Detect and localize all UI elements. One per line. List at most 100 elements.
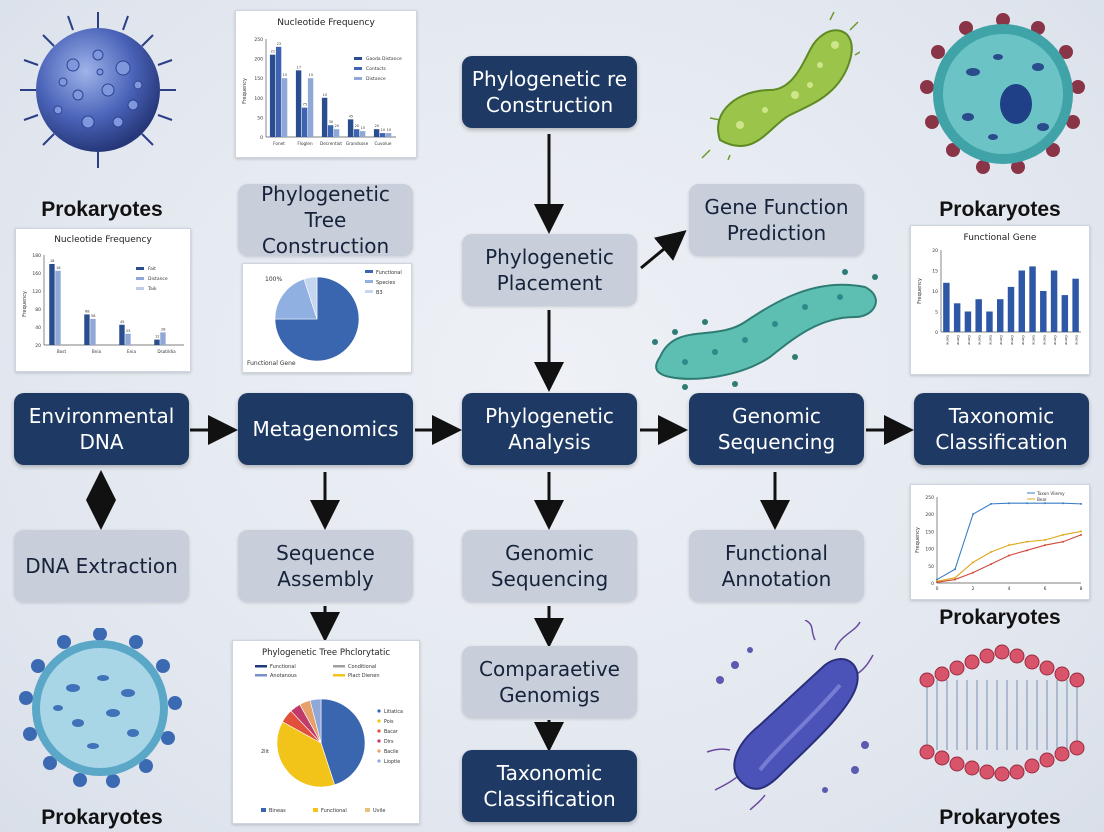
y-tick-label: 0 <box>931 581 934 587</box>
data-point <box>1008 544 1010 547</box>
taxonomic-classification-box[interactable]: Taxonomic Classification <box>914 393 1089 465</box>
bar <box>1018 270 1025 332</box>
data-point <box>954 578 956 581</box>
genomic-sequencing-lower-box[interactable]: Genomic Sequencing <box>462 530 637 602</box>
metagenomics-box[interactable]: Metagenomics <box>238 393 413 465</box>
bar-value-label: 10 <box>387 128 391 132</box>
x-tick-label: Gene <box>999 335 1004 346</box>
bar <box>385 133 392 137</box>
genomic-sequencing-box[interactable]: Genomic Sequencing <box>689 393 864 465</box>
y-axis-label: Frequency <box>242 78 248 104</box>
legend-label: B3 <box>376 290 383 296</box>
legend-label: Taxon Vliemy <box>1036 491 1065 496</box>
x-tick-label: Dsatildia <box>157 349 176 354</box>
x-tick-label: 4 <box>1008 586 1011 592</box>
y-tick-label: 0 <box>260 135 263 141</box>
bar-value-label: 17 <box>297 65 301 69</box>
pie-slice <box>274 278 318 320</box>
legend-label: Lioptie <box>384 759 400 765</box>
bar-value-label: 21 <box>271 50 275 54</box>
bar-value-label: 16 <box>56 266 60 270</box>
bar <box>55 270 61 345</box>
x-tick-label: 0 <box>936 586 939 592</box>
y-axis-label: Frequency <box>22 291 28 317</box>
dna-extraction-box[interactable]: DNA Extraction <box>14 530 189 602</box>
legend-swatch <box>354 77 362 80</box>
data-point <box>1026 540 1028 543</box>
bar <box>275 46 282 138</box>
x-tick-label: Gene <box>956 335 961 346</box>
x-tick-label: Bost <box>57 349 67 354</box>
prokaryotes-label-top-left: Prokaryotes <box>41 198 163 221</box>
phylogenetic-analysis-box[interactable]: Phylogenetic Analysis <box>462 393 637 465</box>
bar-value-label: 30 <box>329 120 333 124</box>
comparative-genomics-box[interactable]: Comparaetive Genomigs <box>462 646 637 718</box>
sequence-assembly-box[interactable]: Sequence Assembly <box>238 530 413 602</box>
legend-label: Species <box>376 280 396 286</box>
bar <box>90 318 96 345</box>
y-tick-label: 200 <box>254 57 263 63</box>
y-tick-label: 40 <box>35 325 41 331</box>
legend-label: Functional <box>376 270 402 276</box>
data-point <box>1044 502 1046 505</box>
pie-slice <box>320 698 366 786</box>
y-tick-label: 250 <box>254 37 263 43</box>
data-point <box>1062 533 1064 536</box>
x-tick-label: Gene <box>1075 335 1080 346</box>
x-tick-label: Enia <box>127 349 136 354</box>
bar <box>379 133 386 137</box>
phylogenetic-tree-construction-top-box[interactable]: Phylogenetic re Construction <box>462 56 637 128</box>
environmental-dna-box[interactable]: Environmental DNA <box>14 393 189 465</box>
legend-label: Dirs <box>384 739 394 745</box>
legend-label: Functional <box>270 664 296 670</box>
functional-annotation-box[interactable]: Functional Annotation <box>689 530 864 602</box>
taxonomic-classification-bottom-box[interactable]: Taxonomic Classification <box>462 750 637 822</box>
legend-swatch <box>136 267 144 270</box>
bar-value-label: 20 <box>335 124 339 128</box>
bar <box>154 339 160 345</box>
pie-slice <box>274 276 360 362</box>
x-tick-label: Gene <box>967 335 972 346</box>
data-point <box>990 502 992 505</box>
legend-swatch <box>377 709 381 713</box>
bar <box>327 125 334 137</box>
gene-function-prediction-box[interactable]: Gene Function Prediction <box>689 184 864 256</box>
y-tick-label: 0 <box>935 330 938 336</box>
data-point <box>972 513 974 516</box>
x-tick-label: Gene <box>945 335 950 346</box>
y-tick-label: 5 <box>935 310 938 316</box>
phylogenetic-placement-box[interactable]: Phylogenetic Placement <box>462 234 637 306</box>
y-tick-label: 100 <box>254 96 263 102</box>
bar-value-label: 23 <box>277 42 281 46</box>
x-tick-label: Gene <box>1042 335 1047 346</box>
y-axis-label: Frequency <box>915 527 921 553</box>
legend-label: Anotanous <box>270 673 297 679</box>
bar <box>986 311 993 332</box>
bar <box>953 303 961 332</box>
y-tick-label: 150 <box>925 529 934 535</box>
phylogenetic-tree-construction-box[interactable]: Phylogenetic Tree Construction <box>238 182 413 258</box>
data-point <box>1080 533 1082 536</box>
chart-title: Nucleotide Frequency <box>54 235 152 245</box>
prokaryotes-label-mid-right: Prokaryotes <box>939 606 1061 629</box>
legend-label: Distance <box>366 76 386 82</box>
data-point <box>990 563 992 566</box>
legend-swatch <box>365 270 373 273</box>
x-tick-label: Grandsose <box>346 141 369 146</box>
bar-value-label: 12 <box>155 335 159 339</box>
data-point <box>1026 549 1028 552</box>
pie-bottom-label: Functional Gene <box>247 360 296 367</box>
bar <box>295 70 302 137</box>
series-line <box>936 502 1082 581</box>
legend-label: Fait <box>148 266 156 272</box>
cell-top-right-icon <box>920 13 1085 174</box>
x-tick-label: Gene <box>1064 335 1069 346</box>
data-point <box>972 571 974 574</box>
bar <box>943 282 950 332</box>
bar <box>347 119 354 137</box>
legend-label: Plact Dienen <box>348 673 380 679</box>
